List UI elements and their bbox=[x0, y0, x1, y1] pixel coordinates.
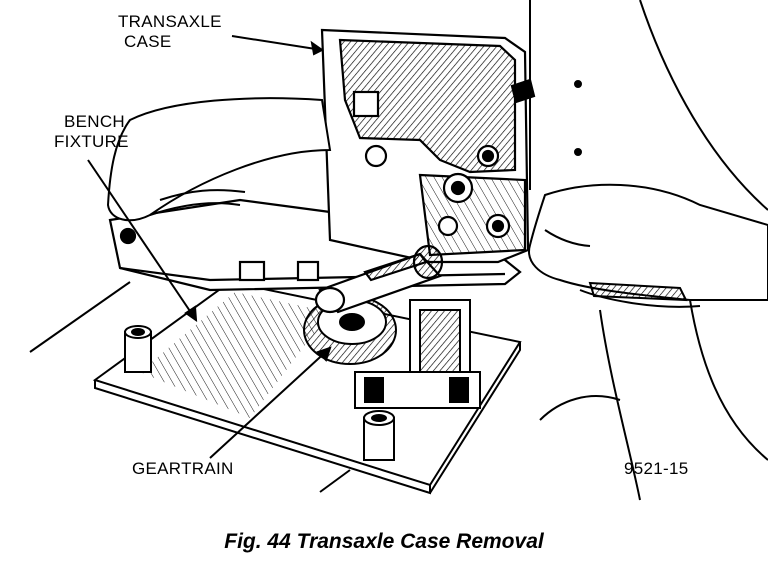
output-shaft bbox=[314, 244, 444, 314]
leader-bench-fixture bbox=[87, 159, 197, 321]
label-geartrain-text: GEARTRAIN bbox=[132, 459, 234, 478]
torso bbox=[529, 0, 768, 501]
figure-caption: Fig. 44 Transaxle Case Removal bbox=[224, 530, 544, 553]
figure-number: 9521-15 bbox=[624, 459, 689, 479]
leader-geartrain bbox=[209, 347, 331, 459]
center-support bbox=[354, 299, 481, 409]
fixture-post-left bbox=[124, 325, 152, 373]
left-hand bbox=[106, 97, 332, 222]
leader-bottom-pointer bbox=[319, 469, 351, 493]
label-transaxle-case: TRANSAXLE CASE bbox=[118, 12, 222, 52]
fixture-post-right bbox=[363, 410, 395, 461]
geartrain-gear bbox=[303, 295, 397, 365]
label-bench-fixture-line2: FIXTURE bbox=[54, 132, 129, 151]
leader-lines bbox=[29, 35, 351, 493]
label-bench-fixture-line1: BENCH bbox=[64, 112, 126, 131]
label-transaxle-case-line1: TRANSAXLE bbox=[118, 12, 222, 31]
right-hand bbox=[528, 183, 768, 308]
leader-left-pointer bbox=[29, 281, 131, 353]
transaxle-case bbox=[320, 28, 536, 264]
leader-transaxle-case bbox=[231, 35, 323, 51]
arrow-transaxle-case bbox=[310, 40, 324, 56]
figure-number-text: 9521-15 bbox=[624, 459, 689, 478]
label-transaxle-case-line2: CASE bbox=[124, 32, 172, 51]
arrow-bench-fixture bbox=[184, 305, 198, 323]
label-geartrain: GEARTRAIN bbox=[132, 459, 234, 479]
label-bench-fixture: BENCH FIXTURE bbox=[54, 112, 129, 152]
arrow-geartrain bbox=[316, 346, 332, 362]
